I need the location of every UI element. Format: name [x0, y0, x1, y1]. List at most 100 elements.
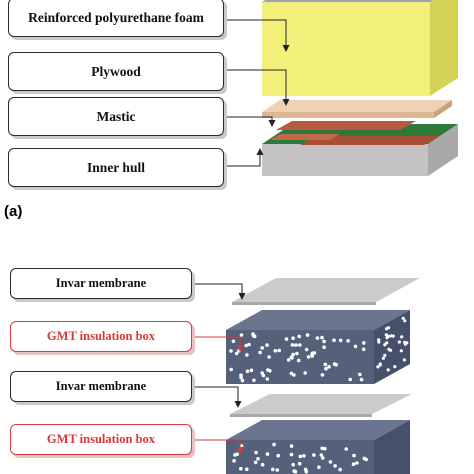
mastic-strip-2 [300, 136, 440, 145]
insulation-dot [240, 378, 245, 383]
membrane-middle [230, 394, 412, 414]
insulation-dot [361, 347, 366, 352]
insulation-dot [402, 358, 406, 362]
gmt-box-lower-top [226, 420, 410, 440]
label-plywood: Plywood [8, 52, 224, 91]
foam-side [430, 0, 458, 96]
insulation-dot [377, 340, 381, 344]
insulation-dot [322, 345, 326, 350]
plywood-side [434, 100, 452, 118]
label-gmt-insulation-box-1: GMT insulation box [10, 321, 192, 352]
insulation-dot [289, 444, 294, 448]
membrane-middle-edge [230, 414, 372, 417]
insulation-dot [239, 466, 243, 471]
insulation-dot [400, 335, 404, 339]
inner-hull-side [428, 124, 458, 176]
insulation-dot [397, 340, 401, 344]
label-invar-membrane-2: Invar membrane [10, 371, 192, 402]
connector-gmt-1 [192, 336, 244, 352]
insulation-dot [266, 368, 270, 372]
insulation-dot [267, 355, 271, 359]
insulation-dot [229, 349, 233, 353]
insulation-dot [245, 467, 249, 472]
insulation-dot [383, 353, 387, 357]
insulation-dot [260, 346, 265, 350]
insulation-dot [229, 367, 233, 372]
insulation-dot [304, 469, 309, 474]
insulation-dot [290, 343, 295, 347]
insulation-dot [296, 358, 301, 363]
insulation-dot [320, 456, 325, 460]
insulation-dot [275, 468, 280, 472]
mastic-strip-1 [276, 121, 416, 130]
insulation-dot [249, 368, 254, 373]
connector-membrane-1 [192, 283, 246, 300]
insulation-dot [315, 336, 320, 340]
insulation-dot [297, 461, 302, 466]
gmt-box-lower-side [374, 420, 410, 474]
insulation-dots [229, 316, 409, 474]
panel-a-block [262, 0, 458, 176]
insulation-dot [276, 453, 281, 458]
insulation-dot [386, 326, 391, 330]
connector-foam [224, 19, 290, 52]
label-invar-membrane-1: Invar membrane [10, 268, 192, 299]
insulation-dot [253, 460, 258, 465]
insulation-dot [272, 442, 276, 447]
insulation-dot [234, 351, 239, 356]
connector-inner-hull [224, 148, 264, 167]
insulation-dot [265, 343, 269, 347]
insulation-dot [385, 336, 389, 340]
insulation-dot [292, 373, 296, 377]
insulation-dot [260, 462, 265, 467]
insulation-dot [298, 454, 303, 459]
insulation-dot [332, 362, 337, 366]
insulation-dot [286, 358, 291, 362]
insulation-dot [302, 454, 306, 458]
panel-b-connectors [192, 283, 246, 454]
insulation-dot [324, 366, 328, 371]
insulation-dot [322, 339, 326, 344]
insulation-dot [351, 462, 356, 467]
insulation-dot [252, 378, 256, 383]
label-gmt-insulation-box-2: GMT insulation box [10, 424, 192, 455]
insulation-dot [348, 377, 353, 382]
insulation-dot [284, 337, 289, 341]
panel-b-stack [226, 278, 420, 474]
insulation-dot [332, 338, 336, 343]
insulation-dot [273, 349, 278, 353]
insulation-dot [381, 356, 385, 360]
insulation-dot [231, 339, 236, 344]
insulation-dot [258, 350, 262, 355]
insulation-dot [320, 373, 325, 377]
insulation-dot [260, 371, 265, 375]
insulation-dot [346, 339, 350, 343]
label-inner-hull: Inner hull [8, 148, 224, 187]
insulation-dot [312, 453, 316, 457]
insulation-dot [338, 338, 343, 343]
insulation-dot [333, 464, 337, 468]
insulation-dot [399, 349, 403, 353]
insulation-dot [245, 369, 250, 374]
gmt-box-side [374, 310, 410, 384]
insulation-dot [265, 452, 270, 456]
insulation-dot [401, 316, 405, 320]
insulation-dot [304, 347, 309, 352]
plywood-front [262, 112, 434, 118]
insulation-dot [256, 457, 260, 461]
panel-a-label: (a) [4, 203, 23, 220]
insulation-dot [297, 334, 302, 339]
insulation-dot [291, 336, 295, 341]
insulation-dot [403, 319, 407, 323]
panel-a-connectors [224, 19, 290, 167]
insulation-dot [254, 450, 258, 455]
foam-front [262, 2, 430, 96]
insulation-dot [385, 341, 389, 345]
insulation-dot [244, 343, 248, 348]
connector-plywood [224, 69, 290, 106]
insulation-dot [386, 368, 390, 372]
label-mastic: Mastic [8, 97, 224, 136]
insulation-dot [291, 352, 295, 357]
